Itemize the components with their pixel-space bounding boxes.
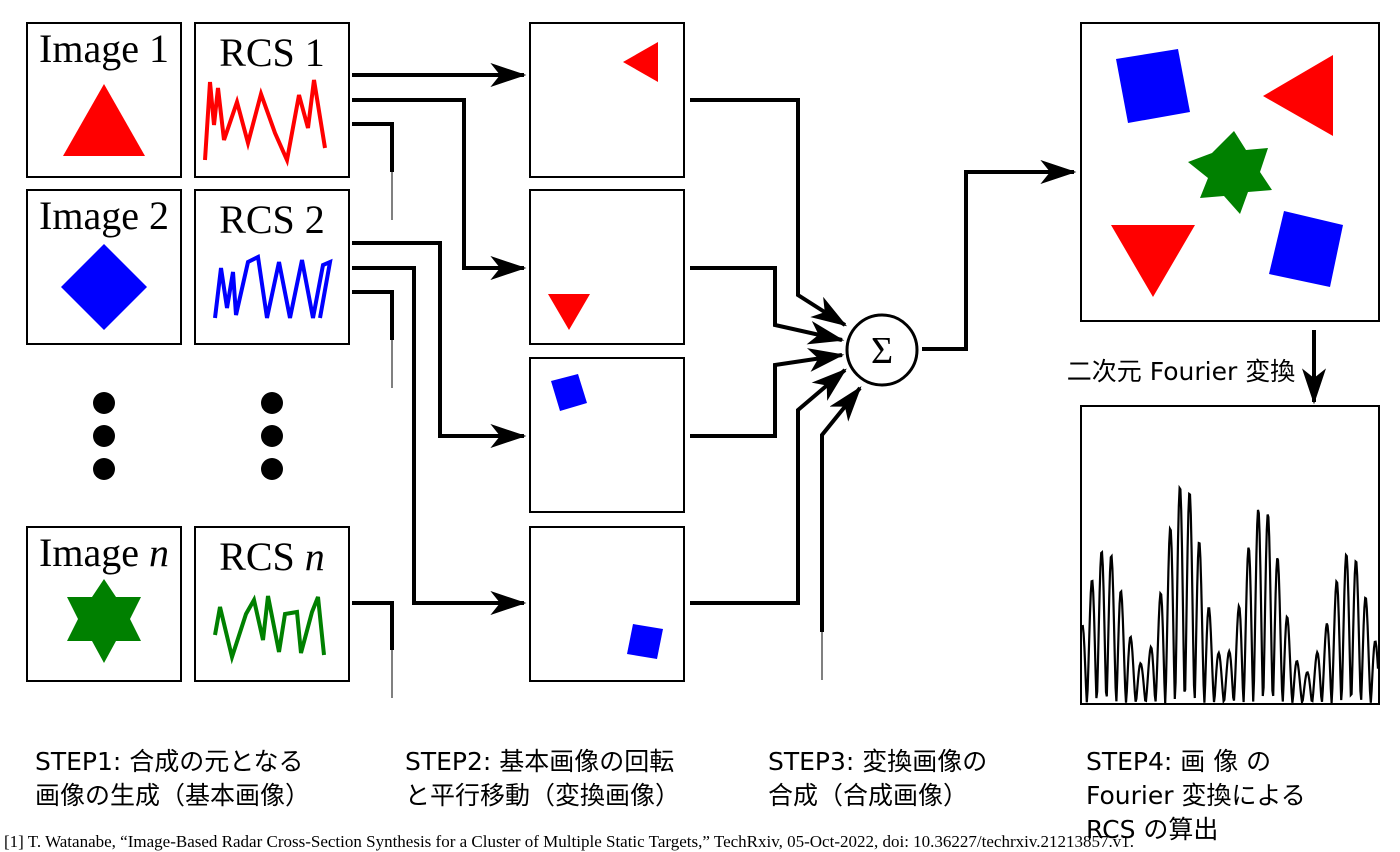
rcs-waveform-red xyxy=(203,79,327,167)
blue-square-small-icon xyxy=(627,624,663,659)
step1-label: STEP1: 合成の元となる 画像の生成（基本画像） xyxy=(35,747,311,810)
rcs-label-1: RCS 1 xyxy=(219,30,325,75)
rcs-output-plot xyxy=(1080,405,1380,705)
image-box-1: Image 1 xyxy=(26,22,182,178)
blue-diamond-icon xyxy=(61,244,147,330)
green-star-icon xyxy=(67,579,141,663)
rcs-waveform-green xyxy=(213,594,326,665)
image-label-n: Image n xyxy=(39,530,169,575)
fft-label: 二次元 Fourier 変換 xyxy=(1066,357,1296,386)
red-triangle-composite-2-icon xyxy=(1111,225,1195,297)
sigma-symbol: Σ xyxy=(871,330,893,372)
blue-square-composite-1-icon xyxy=(1116,49,1190,123)
red-triangle-composite-1-icon xyxy=(1263,55,1333,136)
connector-sum-composite xyxy=(922,160,1077,351)
blue-square-composite-2-icon xyxy=(1269,211,1343,287)
step3-label: STEP3: 変換画像の 合成（合成画像） xyxy=(768,747,988,810)
image-box-2: Image 2 xyxy=(26,189,182,345)
red-triangle-icon xyxy=(63,84,145,156)
ellipsis-dots-rcs xyxy=(261,392,283,480)
rcs-box-1: RCS 1 xyxy=(194,22,350,178)
transformed-box-3 xyxy=(529,357,685,513)
green-star-composite-icon xyxy=(1188,131,1272,214)
rcs-waveform-blue xyxy=(213,253,333,319)
summation-node: Σ xyxy=(845,313,919,387)
image-label-1: Image 1 xyxy=(39,26,169,71)
connectors-step2-sum xyxy=(690,98,862,680)
rcs-label-n: RCS n xyxy=(219,534,325,579)
ellipsis-dots-images xyxy=(93,392,115,480)
image-box-n: Image n xyxy=(26,526,182,682)
citation: [1] T. Watanabe, “Image-Based Radar Cros… xyxy=(4,832,1134,851)
transformed-box-1 xyxy=(529,22,685,178)
composite-image-box xyxy=(1080,22,1380,322)
connectors-step1-step2 xyxy=(352,63,527,698)
step2-label: STEP2: 基本画像の回転 と平行移動（変換画像） xyxy=(405,747,681,810)
rcs-box-n: RCS n xyxy=(194,526,350,682)
rcs-box-2: RCS 2 xyxy=(194,189,350,345)
transformed-box-2 xyxy=(529,189,685,345)
image-label-2: Image 2 xyxy=(39,193,169,238)
red-triangle-inverted-icon xyxy=(548,294,590,330)
red-triangle-rotated-icon xyxy=(623,42,658,82)
step4-label: STEP4: 画 像 の Fourier 変換による RCS の算出 xyxy=(1086,747,1306,844)
blue-square-rotated-icon xyxy=(551,374,587,411)
rcs-output-curve xyxy=(1081,484,1379,704)
rcs-label-2: RCS 2 xyxy=(219,197,325,242)
transformed-box-4 xyxy=(529,526,685,682)
